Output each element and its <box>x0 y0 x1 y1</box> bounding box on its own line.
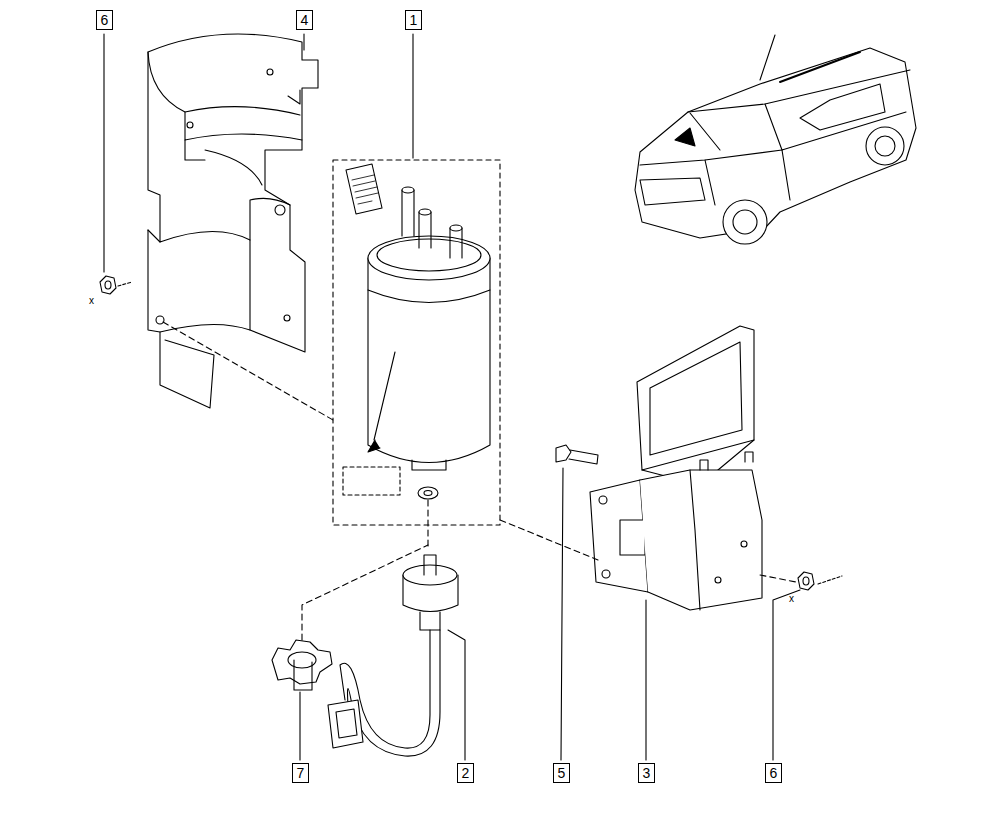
fastener-mark: x <box>789 594 794 604</box>
filter-bracket <box>590 326 762 610</box>
heat-shield <box>148 34 318 408</box>
callout-number: 2 <box>457 763 474 783</box>
bolt <box>556 445 598 464</box>
fastener-mark: x <box>89 296 94 306</box>
callout-number: 4 <box>296 10 313 30</box>
vehicle-sketch <box>635 35 916 244</box>
fuel-filter <box>333 160 500 525</box>
assembly-line <box>163 322 796 640</box>
callout-number: 1 <box>405 10 422 30</box>
nut <box>100 276 842 590</box>
callout-number: 6 <box>96 10 113 30</box>
water-sensor <box>328 555 458 756</box>
callout-number: 6 <box>765 763 782 783</box>
callout-number: 5 <box>553 763 570 783</box>
leader-line <box>104 34 800 760</box>
drain-knob <box>272 640 332 690</box>
callout-number: 3 <box>638 763 655 783</box>
callout-number: 7 <box>292 763 309 783</box>
